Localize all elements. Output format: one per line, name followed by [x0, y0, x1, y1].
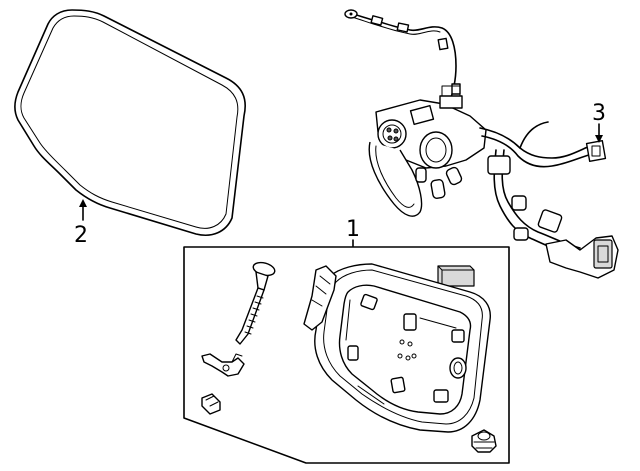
callout-3-group: 3: [592, 101, 606, 143]
fuel-door-panel: [14, 9, 246, 236]
callout-1: 1: [346, 217, 360, 242]
small-plug: [201, 393, 221, 415]
callout-3: 3: [592, 101, 606, 126]
actuator-harness: [344, 9, 619, 279]
bumper-pad: [437, 265, 475, 287]
charge-port-socket: [377, 119, 407, 149]
part-1-box: 1: [183, 217, 510, 464]
mounting-pin: [235, 261, 276, 345]
harness-connector-3: [585, 140, 607, 162]
fuel-door-housing: [303, 263, 491, 433]
callout-2-group: 2: [74, 199, 88, 248]
retainer-clip: [201, 353, 245, 377]
drain-fitting: [471, 429, 497, 453]
callout-2: 2: [74, 223, 88, 248]
